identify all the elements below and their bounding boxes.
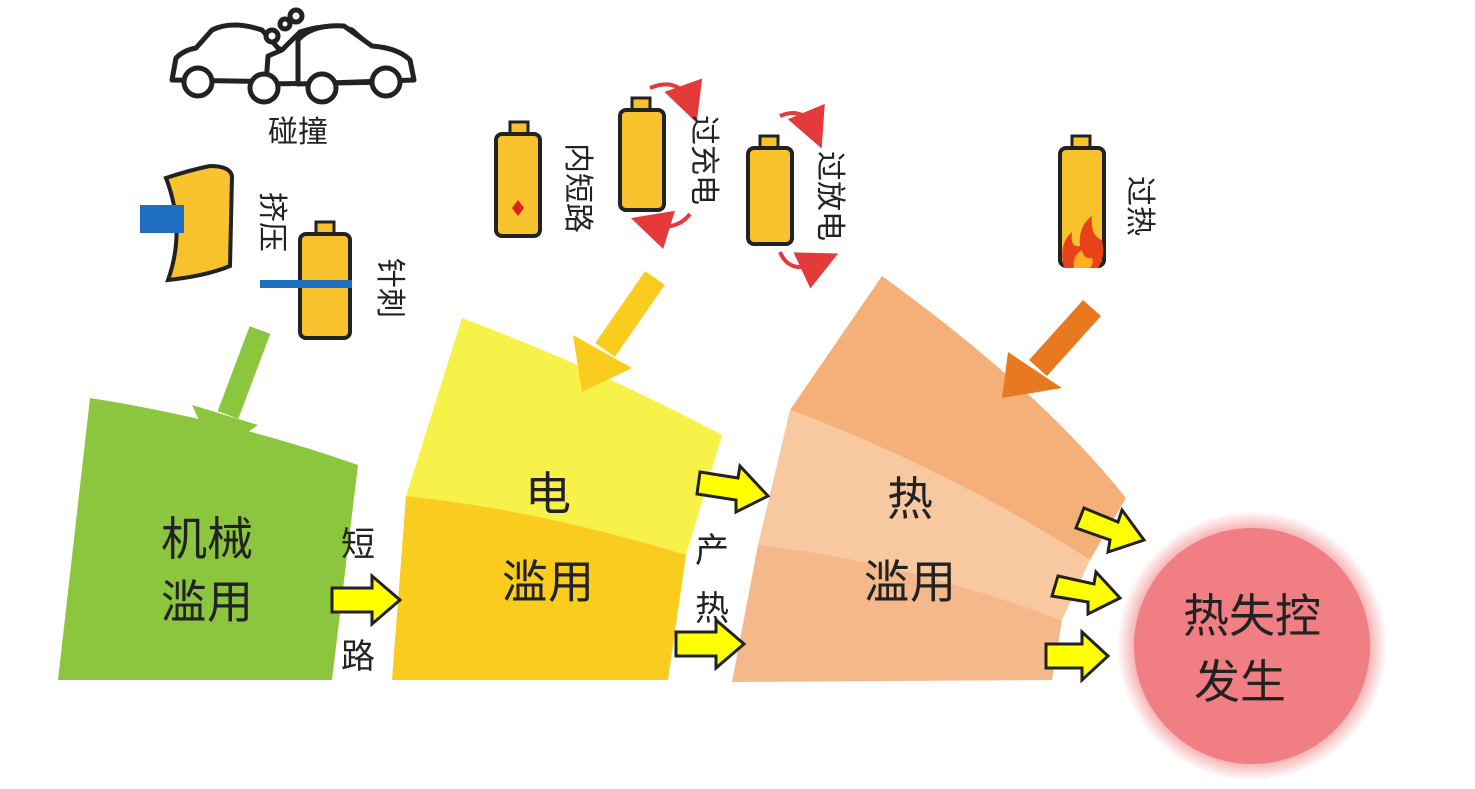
thermal-abuse-block: 热 滥用 <box>732 276 1126 682</box>
cause-internal-short-label: 内短路 <box>560 143 595 233</box>
cause-arrow-electrical <box>573 271 665 392</box>
mechanical-title-line1: 机械 <box>161 512 253 566</box>
thermal-sector-middle <box>758 410 1090 620</box>
cause-arrow-thermal <box>1002 299 1101 398</box>
cause-crush-label: 挤压 <box>254 192 289 252</box>
cause-arrow-mechanical <box>192 326 271 455</box>
overcharge-icon <box>618 78 703 249</box>
flame-icon <box>1062 216 1104 268</box>
thermal-runaway-result: 热失控 发生 <box>1117 511 1387 781</box>
flow-arrow-result-2 <box>1050 568 1123 617</box>
thermal-sector-bottom <box>732 545 1062 682</box>
cause-collision-label: 碰撞 <box>268 115 328 150</box>
thermal-sector-top <box>790 276 1126 560</box>
electrical-sector-bottom <box>392 496 686 680</box>
nail-penetration-icon <box>260 220 352 340</box>
electrical-title-line2: 滥用 <box>502 555 594 609</box>
cause-overheat-label: 过热 <box>1122 176 1157 236</box>
result-line2: 发生 <box>1194 655 1286 709</box>
internal-short-icon <box>494 120 542 238</box>
link-short-circuit-2: 路 <box>341 637 375 677</box>
cause-overdischarge-label: 过放电 <box>812 151 847 241</box>
link-short-circuit-1: 短 <box>341 525 375 565</box>
flow-arrow-result-3 <box>1044 628 1111 684</box>
mechanical-abuse-block: 机械 滥用 <box>58 398 358 680</box>
link-heat-generation-1: 产 <box>695 531 729 571</box>
electrical-sector-top <box>406 318 722 555</box>
overheat-icon <box>1058 134 1106 268</box>
mechanical-title-line2: 滥用 <box>161 575 253 629</box>
thermal-title-line1: 热 <box>887 472 933 526</box>
flow-arrow-result-1 <box>1074 506 1147 555</box>
car-collision-icon <box>169 7 417 105</box>
cause-overcharge-label: 过充电 <box>686 115 721 205</box>
result-circle <box>1134 528 1370 764</box>
flow-arrow-heat-upper <box>695 462 771 515</box>
electrical-title-line1: 电 <box>525 467 571 521</box>
result-line1: 热失控 <box>1183 589 1321 643</box>
flow-arrow-short-circuit <box>330 572 403 628</box>
electrical-abuse-block: 电 滥用 <box>392 318 722 680</box>
thermal-title-line2: 滥用 <box>864 555 956 609</box>
cause-nail-label: 针刺 <box>372 258 407 318</box>
mechanical-sector <box>58 398 358 680</box>
crush-icon <box>140 163 235 283</box>
link-heat-generation-2: 热 <box>695 589 729 629</box>
flow-arrow-heat-lower <box>674 616 747 672</box>
overdischarge-icon <box>746 103 839 289</box>
